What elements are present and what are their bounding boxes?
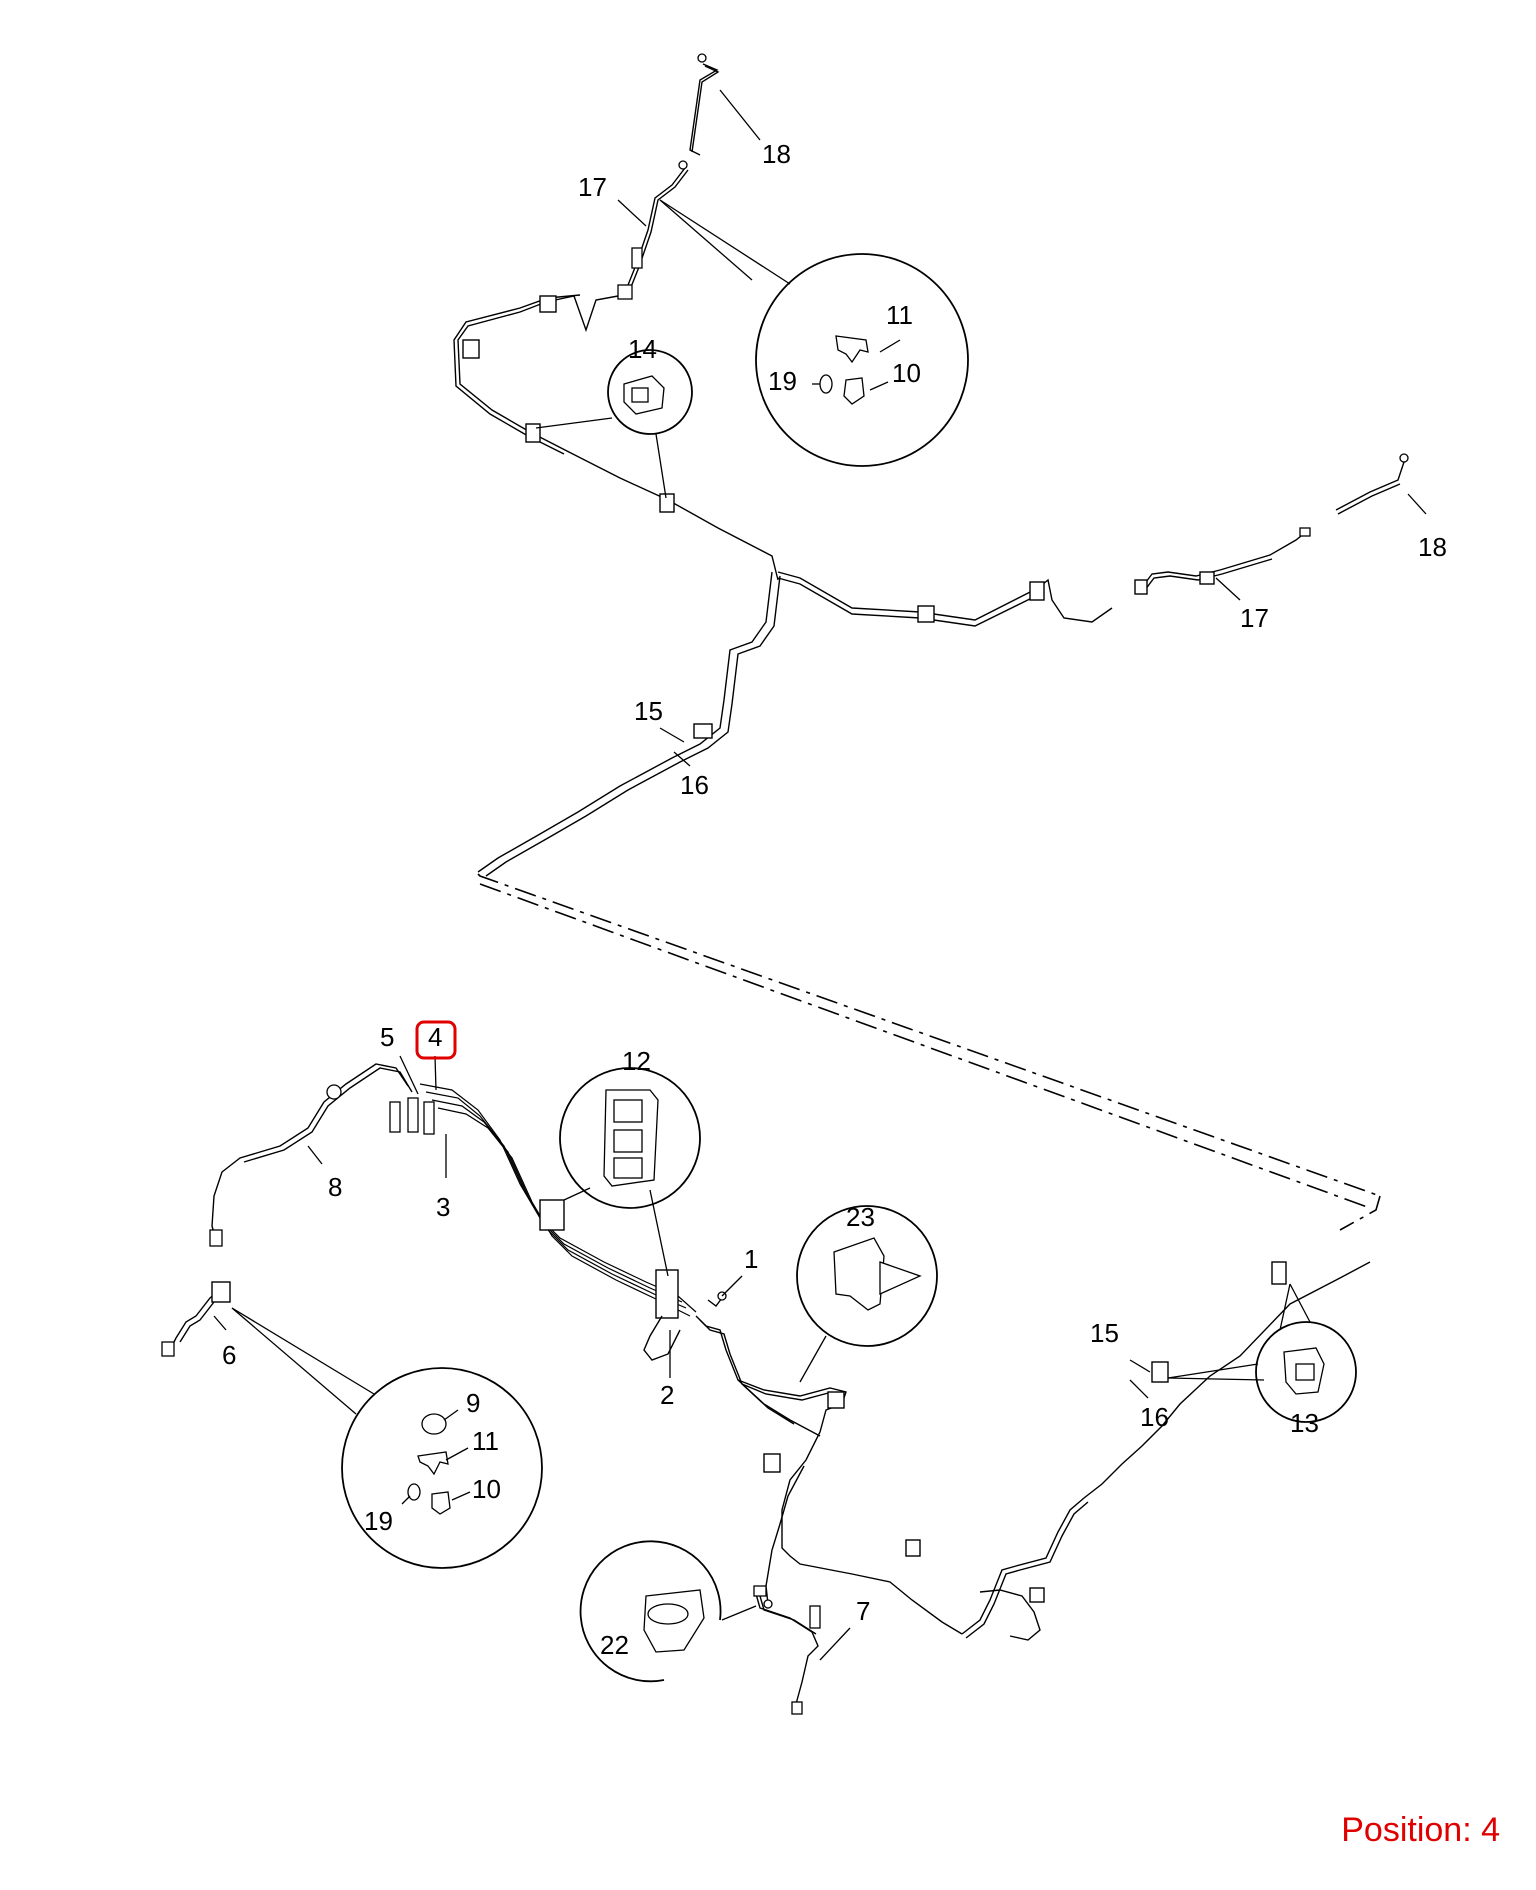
callout-2[interactable]: 2 bbox=[660, 1380, 674, 1410]
callout-4[interactable]: 4 bbox=[428, 1022, 442, 1052]
callout-7[interactable]: 7 bbox=[856, 1596, 870, 1626]
detail-bubble-clip-23 bbox=[796, 1205, 938, 1347]
callout-16-upper[interactable]: 16 bbox=[680, 770, 709, 800]
detail-bubble-clip-upper bbox=[755, 253, 969, 467]
callout-22[interactable]: 22 bbox=[600, 1630, 629, 1660]
callout-15-upper[interactable]: 15 bbox=[634, 696, 663, 726]
detail-bubble-clip-14 bbox=[607, 349, 693, 435]
callout-5[interactable]: 5 bbox=[380, 1022, 394, 1052]
callout-11-upper[interactable]: 11 bbox=[886, 300, 913, 330]
callout-18-right[interactable]: 18 bbox=[1418, 532, 1447, 562]
callout-10-lower[interactable]: 10 bbox=[472, 1474, 501, 1504]
callout-16-lower[interactable]: 16 bbox=[1140, 1402, 1169, 1432]
callout-8[interactable]: 8 bbox=[328, 1172, 342, 1202]
detail-bubble-clip-13 bbox=[1255, 1321, 1357, 1423]
callout-1[interactable]: 1 bbox=[744, 1244, 758, 1274]
callout-6[interactable]: 6 bbox=[222, 1340, 236, 1370]
callout-19-upper[interactable]: 19 bbox=[768, 366, 797, 396]
callout-13[interactable]: 13 bbox=[1290, 1408, 1319, 1438]
upper-brake-line-assembly bbox=[453, 53, 1409, 877]
callout-17-right[interactable]: 17 bbox=[1240, 603, 1269, 633]
detail-bubble-clip-12 bbox=[559, 1067, 701, 1209]
detail-bubble-clip-lower bbox=[341, 1367, 543, 1569]
leader-lines bbox=[213, 89, 1427, 1661]
callout-3[interactable]: 3 bbox=[436, 1192, 450, 1222]
callout-23[interactable]: 23 bbox=[846, 1202, 875, 1232]
dashed-continuation-lines bbox=[477, 873, 1381, 1231]
lower-brake-line-assembly bbox=[161, 1063, 1371, 1715]
detail-bubble-clip-22 bbox=[579, 1540, 722, 1683]
callout-9[interactable]: 9 bbox=[466, 1388, 480, 1418]
callout-11-lower[interactable]: 11 bbox=[472, 1426, 499, 1456]
callout-10-upper[interactable]: 10 bbox=[892, 358, 921, 388]
callout-14[interactable]: 14 bbox=[628, 334, 657, 364]
callout-4-highlight bbox=[415, 1020, 457, 1060]
position-label: Position: 4 bbox=[1341, 1811, 1500, 1849]
callout-labels: 18 17 11 14 19 10 18 17 15 16 5 4 12 8 3… bbox=[222, 139, 1447, 1660]
callout-19-lower[interactable]: 19 bbox=[364, 1506, 393, 1536]
callout-12[interactable]: 12 bbox=[622, 1046, 651, 1076]
callout-18-top[interactable]: 18 bbox=[762, 139, 791, 169]
callout-17-top[interactable]: 17 bbox=[578, 172, 607, 202]
callout-15-lower[interactable]: 15 bbox=[1090, 1318, 1119, 1348]
